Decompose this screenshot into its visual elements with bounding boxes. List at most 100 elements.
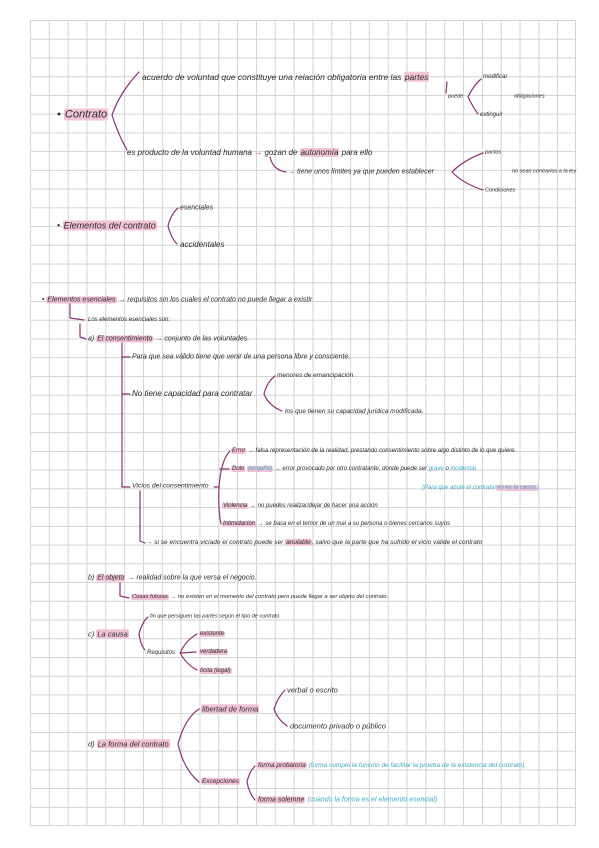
objeto-heading: b) El objeto → realidad sobre la que ver… bbox=[88, 574, 257, 582]
solemne-title: forma solemne bbox=[257, 796, 306, 804]
libertad-item-verbal: verbal o escrito bbox=[287, 685, 338, 695]
arrow-icon: → bbox=[254, 148, 263, 157]
causa-fin: fin que persiguen las partes según el ti… bbox=[150, 613, 281, 620]
para-ello-text: para ello bbox=[341, 148, 373, 157]
dolo-o: o bbox=[445, 466, 449, 472]
requisito-text: lícita (legal) bbox=[199, 668, 232, 674]
limites-line: → tiene unos límites ya que pueden estab… bbox=[288, 168, 434, 176]
dolo-note: (Para que anule el contrato/no es la cau… bbox=[422, 485, 539, 491]
item-label: a) bbox=[88, 335, 95, 343]
cosas-futuras-line: Cosas futuras → no existen en el momento… bbox=[131, 594, 389, 601]
producto-text: es producto de la voluntad humana bbox=[127, 148, 252, 157]
anulable-connector bbox=[139, 490, 146, 544]
vicios-text: Vicios del consentimiento bbox=[132, 482, 209, 490]
consentimiento-heading: a) El consentimiento → conjunto de las v… bbox=[88, 335, 250, 343]
partes-arrow bbox=[445, 81, 448, 94]
note-start: (Para que anule el contrato/ bbox=[422, 485, 497, 491]
elementos-title: Elementos del contrato bbox=[62, 220, 157, 231]
puede-bracket bbox=[467, 78, 482, 115]
error-name: Error bbox=[231, 448, 247, 454]
anulable-pre: → si se encuentra viciado el contrato pu… bbox=[146, 538, 284, 546]
error-text: → falsa representación de la realidad, p… bbox=[248, 448, 517, 454]
cosas-futuras-text: → no existen en el momento del contrato … bbox=[170, 594, 389, 601]
violencia-text: → no puedes realizar/dejar de hacer una … bbox=[249, 503, 378, 509]
capacidad-bracket bbox=[263, 375, 283, 412]
vicio-intimidacion: Intimidación → se basa en el temor de un… bbox=[222, 521, 450, 527]
objeto-title: El objeto bbox=[96, 574, 126, 582]
intimidacion-text: → se basa en el temor de un mal a su per… bbox=[257, 521, 451, 527]
esenciales-heading: • Elementos esenciales → requisitos sin … bbox=[42, 296, 313, 304]
limites-item-pactos: pactos bbox=[485, 149, 502, 156]
requisito-verdadera: verdadera bbox=[199, 649, 229, 655]
libertad-text: libertad de forma bbox=[201, 704, 260, 714]
puede-item-obligaciones: obligaciones bbox=[514, 93, 545, 100]
limites-bracket bbox=[451, 152, 484, 191]
bullet: • bbox=[57, 108, 61, 121]
limites-item-condiciones: Condiciones bbox=[485, 187, 516, 194]
dolo-grave: grave bbox=[428, 466, 444, 472]
limites-connector bbox=[269, 156, 287, 173]
producto-line: es producto de la voluntad humana → goza… bbox=[127, 148, 373, 157]
acuerdo-text: acuerdo de voluntad que constituye una r… bbox=[142, 71, 402, 82]
gozan-text: gozan de bbox=[264, 148, 298, 157]
contrato-bracket bbox=[111, 71, 140, 151]
forma-probatoria-line: forma probatoria (forma cumple la funció… bbox=[257, 761, 525, 770]
causa-bracket bbox=[138, 616, 149, 651]
elementos-item-accidentales: accidentales bbox=[180, 240, 225, 249]
causa-title: La causa bbox=[96, 629, 129, 639]
violencia-name: Violencia bbox=[222, 503, 249, 509]
elementos-heading: • Elementos del contrato bbox=[57, 220, 157, 231]
excepciones-text: Excepciones bbox=[201, 777, 240, 785]
dolo-name: Dolo bbox=[231, 466, 246, 472]
forma-bracket bbox=[177, 708, 200, 783]
excepciones-label: Excepciones bbox=[201, 777, 240, 786]
anulable-post: , salvo que la parte que ha sufrido el v… bbox=[311, 538, 483, 546]
item-label: d) bbox=[88, 739, 95, 749]
elementos-item-esenciales: esenciales bbox=[180, 204, 214, 212]
libertad-bracket bbox=[273, 689, 288, 727]
vicio-dolo: Dolo (engaño) → error provocado por otro… bbox=[231, 466, 478, 472]
probatoria-title: forma probatoria bbox=[257, 761, 307, 769]
consentimiento-title: El consentimiento bbox=[96, 335, 154, 343]
elementos-bracket bbox=[167, 207, 179, 245]
bullet: • bbox=[57, 220, 61, 231]
note-end: ) bbox=[536, 485, 539, 491]
forma-title: La forma del contrato bbox=[96, 739, 170, 749]
forma-heading: d) La forma del contrato bbox=[88, 739, 170, 749]
capacidad-item-modificada: los que tienen su capacidad jurídica mod… bbox=[285, 407, 424, 415]
requisito-licita: lícita (legal) bbox=[199, 668, 232, 674]
probatoria-note: (forma cumple la función de facilitar la… bbox=[308, 761, 525, 769]
cosas-futuras-title: Cosas futuras bbox=[131, 594, 169, 601]
item-label: b) bbox=[88, 574, 95, 582]
libertad-item-documento: documento privado o público bbox=[290, 721, 386, 731]
acuerdo-line: acuerdo de voluntad que constituye una r… bbox=[142, 71, 430, 82]
excepciones-bracket bbox=[246, 765, 256, 801]
dolo-text: → error provocado por otro contratante, … bbox=[274, 466, 428, 472]
libertad-label: libertad de forma bbox=[201, 704, 260, 714]
vicios-bracket bbox=[218, 450, 231, 525]
dolo-aside: (engaño) bbox=[247, 466, 274, 472]
item-label: c) bbox=[88, 629, 95, 639]
capacidad-text: No tiene capacidad para contratar bbox=[132, 389, 253, 398]
requisito-text: verdadera bbox=[199, 649, 229, 655]
esenciales-connector bbox=[69, 303, 85, 321]
limites-item-ley: no sean contrarios a la ley bbox=[512, 168, 577, 175]
esenciales-definition: → requisitos sin los cuales el contrato … bbox=[118, 296, 313, 304]
capacidad-item-menores: menores de emancipación bbox=[277, 371, 354, 379]
anulable-line: → si se encuentra viciado el contrato pu… bbox=[146, 538, 483, 547]
puede-label: puede bbox=[448, 93, 464, 100]
partes-highlight: partes bbox=[403, 71, 430, 82]
contrato-heading: • Contrato bbox=[57, 108, 109, 121]
vicio-error: Error → falsa representación de la reali… bbox=[231, 448, 516, 454]
anulable-highlight: anulable bbox=[285, 538, 312, 546]
forma-solemne-line: forma solemne (cuando la forma es el ele… bbox=[257, 796, 437, 804]
requisito-text: existente bbox=[199, 631, 226, 637]
consentimiento-definition: → conjunto de las voluntades. bbox=[155, 335, 250, 343]
bullet: • bbox=[42, 296, 45, 304]
puede-item-modificar: modificar bbox=[483, 74, 508, 80]
validez-text: Para que sea válido tiene que venir de u… bbox=[132, 353, 351, 361]
note-highlight: no es la causa bbox=[496, 485, 537, 491]
vicio-violencia: Violencia → no puedes realizar/dejar de … bbox=[222, 503, 378, 509]
requisito-existente: existente bbox=[199, 631, 226, 637]
